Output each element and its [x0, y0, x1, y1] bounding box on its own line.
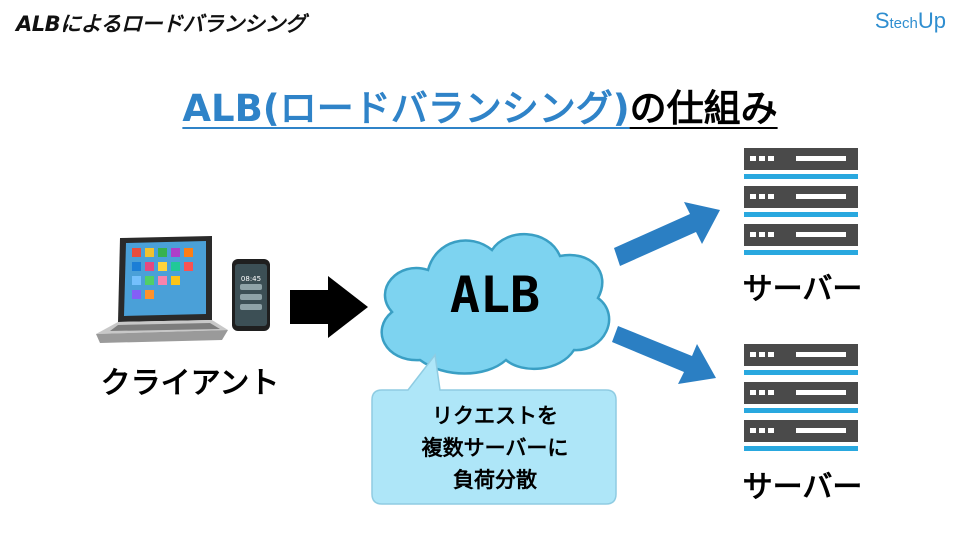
- title-alb-part: ALB(ロードバランシング): [182, 87, 630, 130]
- smartphone-icon: 08:45: [232, 259, 270, 331]
- server-label-top: サーバー: [742, 272, 863, 307]
- bubble-text: リクエストを 複数サーバーに 負荷分散: [380, 400, 610, 496]
- logo-end: Up: [917, 8, 946, 33]
- laptop-icon: [96, 236, 228, 343]
- server-rack-icon: [744, 344, 858, 451]
- bubble-line: 複数サーバーに: [421, 436, 569, 460]
- bubble-line: リクエストを: [432, 404, 558, 428]
- logo-main: S: [874, 8, 890, 33]
- right-arrow-icon: [290, 276, 368, 338]
- speech-bubble: [371, 353, 617, 505]
- server-rack-icon: [744, 148, 858, 255]
- bubble-line: 負荷分散: [453, 468, 537, 492]
- cloud-icon: [380, 233, 611, 375]
- alb-label: ALB: [449, 266, 541, 324]
- client-label: クライアント: [100, 366, 280, 401]
- slide-title: ALB(ロードバランシング)の仕組み: [0, 78, 960, 132]
- arrow-to-server-bottom: [612, 326, 716, 384]
- logo-small: tech: [889, 15, 918, 32]
- slide-header: ALBによるロードバランシング: [16, 12, 306, 36]
- phone-time: 08:45: [241, 275, 261, 283]
- server-label-bottom: サーバー: [742, 470, 863, 505]
- arrow-to-server-top: [614, 202, 720, 266]
- stechup-logo: StechUp: [875, 8, 946, 34]
- title-mechanism-part: の仕組み: [629, 87, 778, 130]
